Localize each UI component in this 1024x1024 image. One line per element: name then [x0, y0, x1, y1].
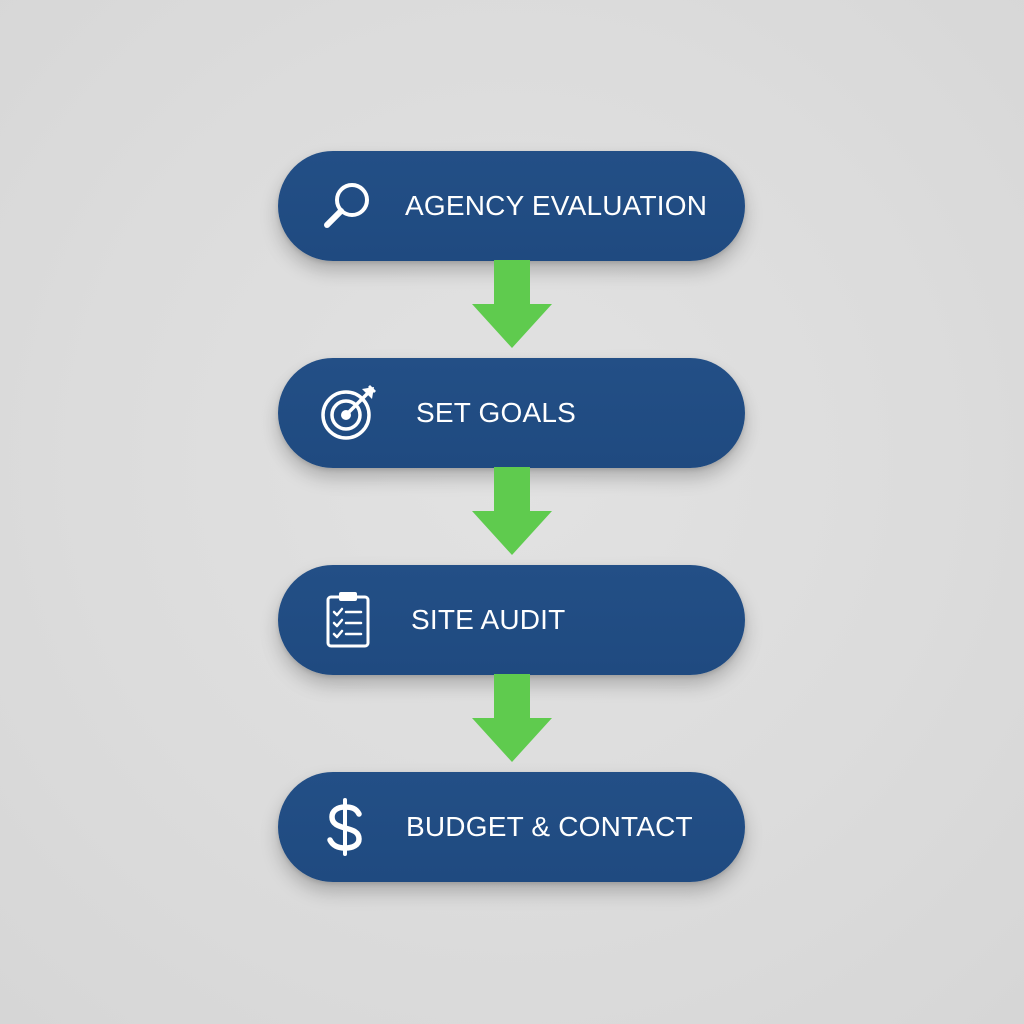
dollar-sign-icon	[318, 797, 378, 857]
step-label: SET GOALS	[416, 397, 577, 428]
step-label: BUDGET & CONTACT	[406, 811, 693, 842]
step-label: AGENCY EVALUATION	[405, 190, 708, 221]
down-arrow	[472, 260, 552, 348]
magnifying-glass-icon	[318, 176, 378, 236]
clipboard-checklist-icon	[318, 590, 378, 650]
down-arrow	[472, 467, 552, 555]
step-site-audit: SITE AUDIT	[278, 565, 745, 675]
step-set-goals: SET GOALS	[278, 358, 745, 468]
down-arrow	[472, 674, 552, 762]
step-label: SITE AUDIT	[411, 604, 566, 635]
target-icon	[318, 383, 378, 443]
step-budget-contact: BUDGET & CONTACT	[278, 772, 745, 882]
step-agency-evaluation: AGENCY EVALUATION	[278, 151, 745, 261]
